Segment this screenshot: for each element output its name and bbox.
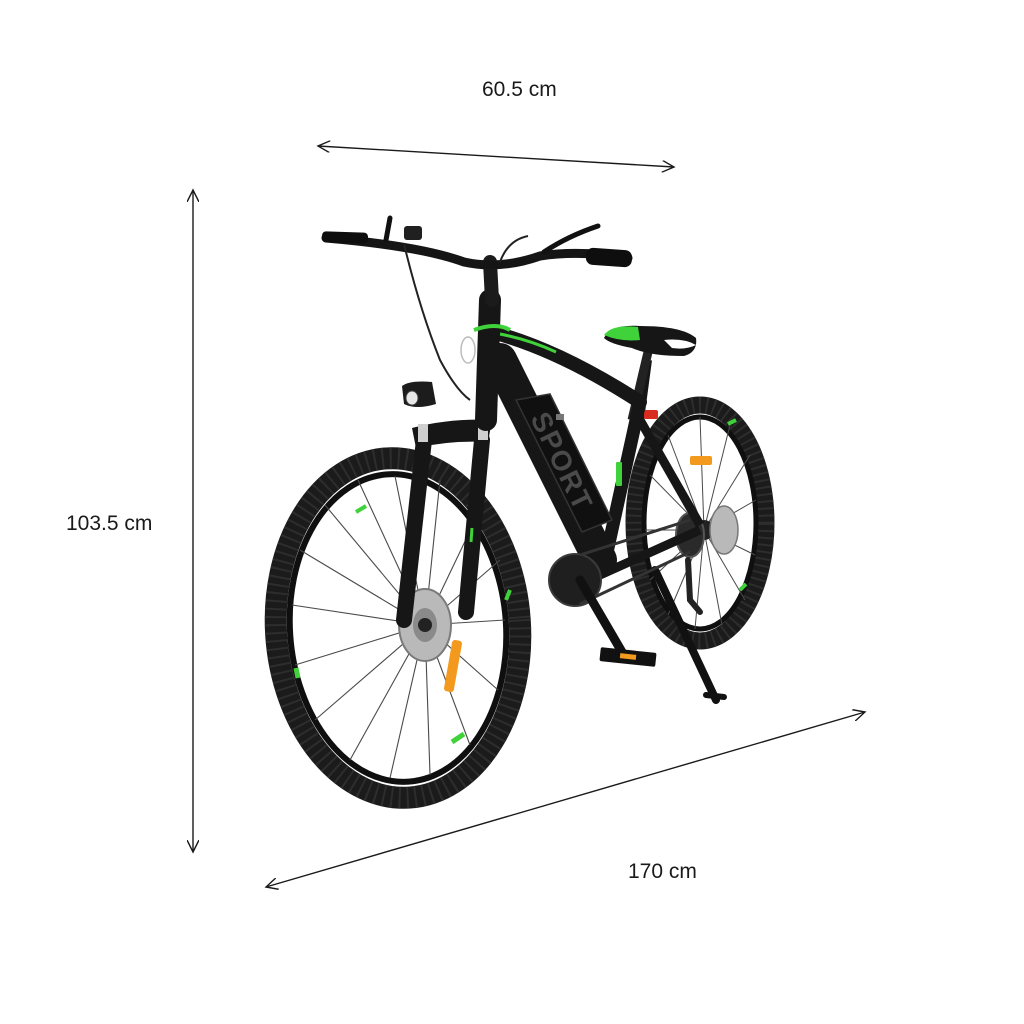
right-brake-lever xyxy=(541,223,601,255)
bicycle: SPORT xyxy=(264,215,775,809)
chain-upper xyxy=(579,518,691,557)
front-rim-decal-left xyxy=(293,667,301,679)
rear-brake-disc xyxy=(709,505,739,555)
length-arrow xyxy=(266,712,865,887)
fork-left-leg xyxy=(396,432,432,628)
cockpit xyxy=(321,215,633,431)
chain-lower xyxy=(579,550,691,606)
brake-cable xyxy=(403,243,471,401)
fork-right-decal xyxy=(469,527,474,543)
front-rim-decal-bottom xyxy=(450,731,466,745)
kickstand xyxy=(651,566,720,704)
front-rim-decal-right xyxy=(504,589,512,601)
rear-rim-decal-2 xyxy=(738,582,748,592)
handlebar xyxy=(321,233,633,270)
display-unit xyxy=(404,226,422,240)
brake-cable-right xyxy=(499,235,529,263)
battery xyxy=(514,393,614,533)
front-tire-tread xyxy=(264,447,532,809)
top-tube-decal xyxy=(499,332,557,354)
length-label: 170 cm xyxy=(628,860,697,883)
front-fork xyxy=(396,410,492,628)
right-grip xyxy=(585,247,633,268)
front-wheel xyxy=(264,447,532,809)
drivetrain xyxy=(548,518,691,667)
front-rim-decal-top xyxy=(354,504,368,514)
width-label: 60.5 cm xyxy=(482,78,557,101)
rear-light xyxy=(644,410,658,419)
front-hub xyxy=(418,618,432,632)
rear-rim-decal xyxy=(727,418,737,426)
head-tube-decal xyxy=(473,324,511,332)
crank-arm xyxy=(575,575,627,657)
kickstand-foot xyxy=(703,692,727,700)
height-label: 103.5 cm xyxy=(66,512,153,535)
head-tube xyxy=(475,289,501,431)
head-badge xyxy=(460,336,476,364)
pedal-reflector xyxy=(619,653,637,660)
rear-reflector xyxy=(690,456,712,465)
headlight xyxy=(402,381,436,407)
fork-stanchion-left xyxy=(418,424,428,442)
battery-pack xyxy=(514,393,614,533)
left-brake-lever xyxy=(383,215,393,243)
rear-tire-tread xyxy=(625,396,775,650)
seat-tube-decal xyxy=(616,462,622,486)
left-grip xyxy=(321,231,369,244)
front-rim xyxy=(286,471,510,785)
battery-lock xyxy=(556,414,564,420)
width-arrow xyxy=(318,146,674,167)
front-reflector xyxy=(444,640,462,692)
saddle-white-stripe xyxy=(664,339,696,349)
headlight-lens xyxy=(405,390,419,406)
saddle-accent xyxy=(604,326,640,341)
rear-wheel xyxy=(625,396,775,650)
rear-derailleur xyxy=(685,557,703,615)
fork-crown xyxy=(412,419,492,448)
fork-right-leg xyxy=(458,432,490,620)
